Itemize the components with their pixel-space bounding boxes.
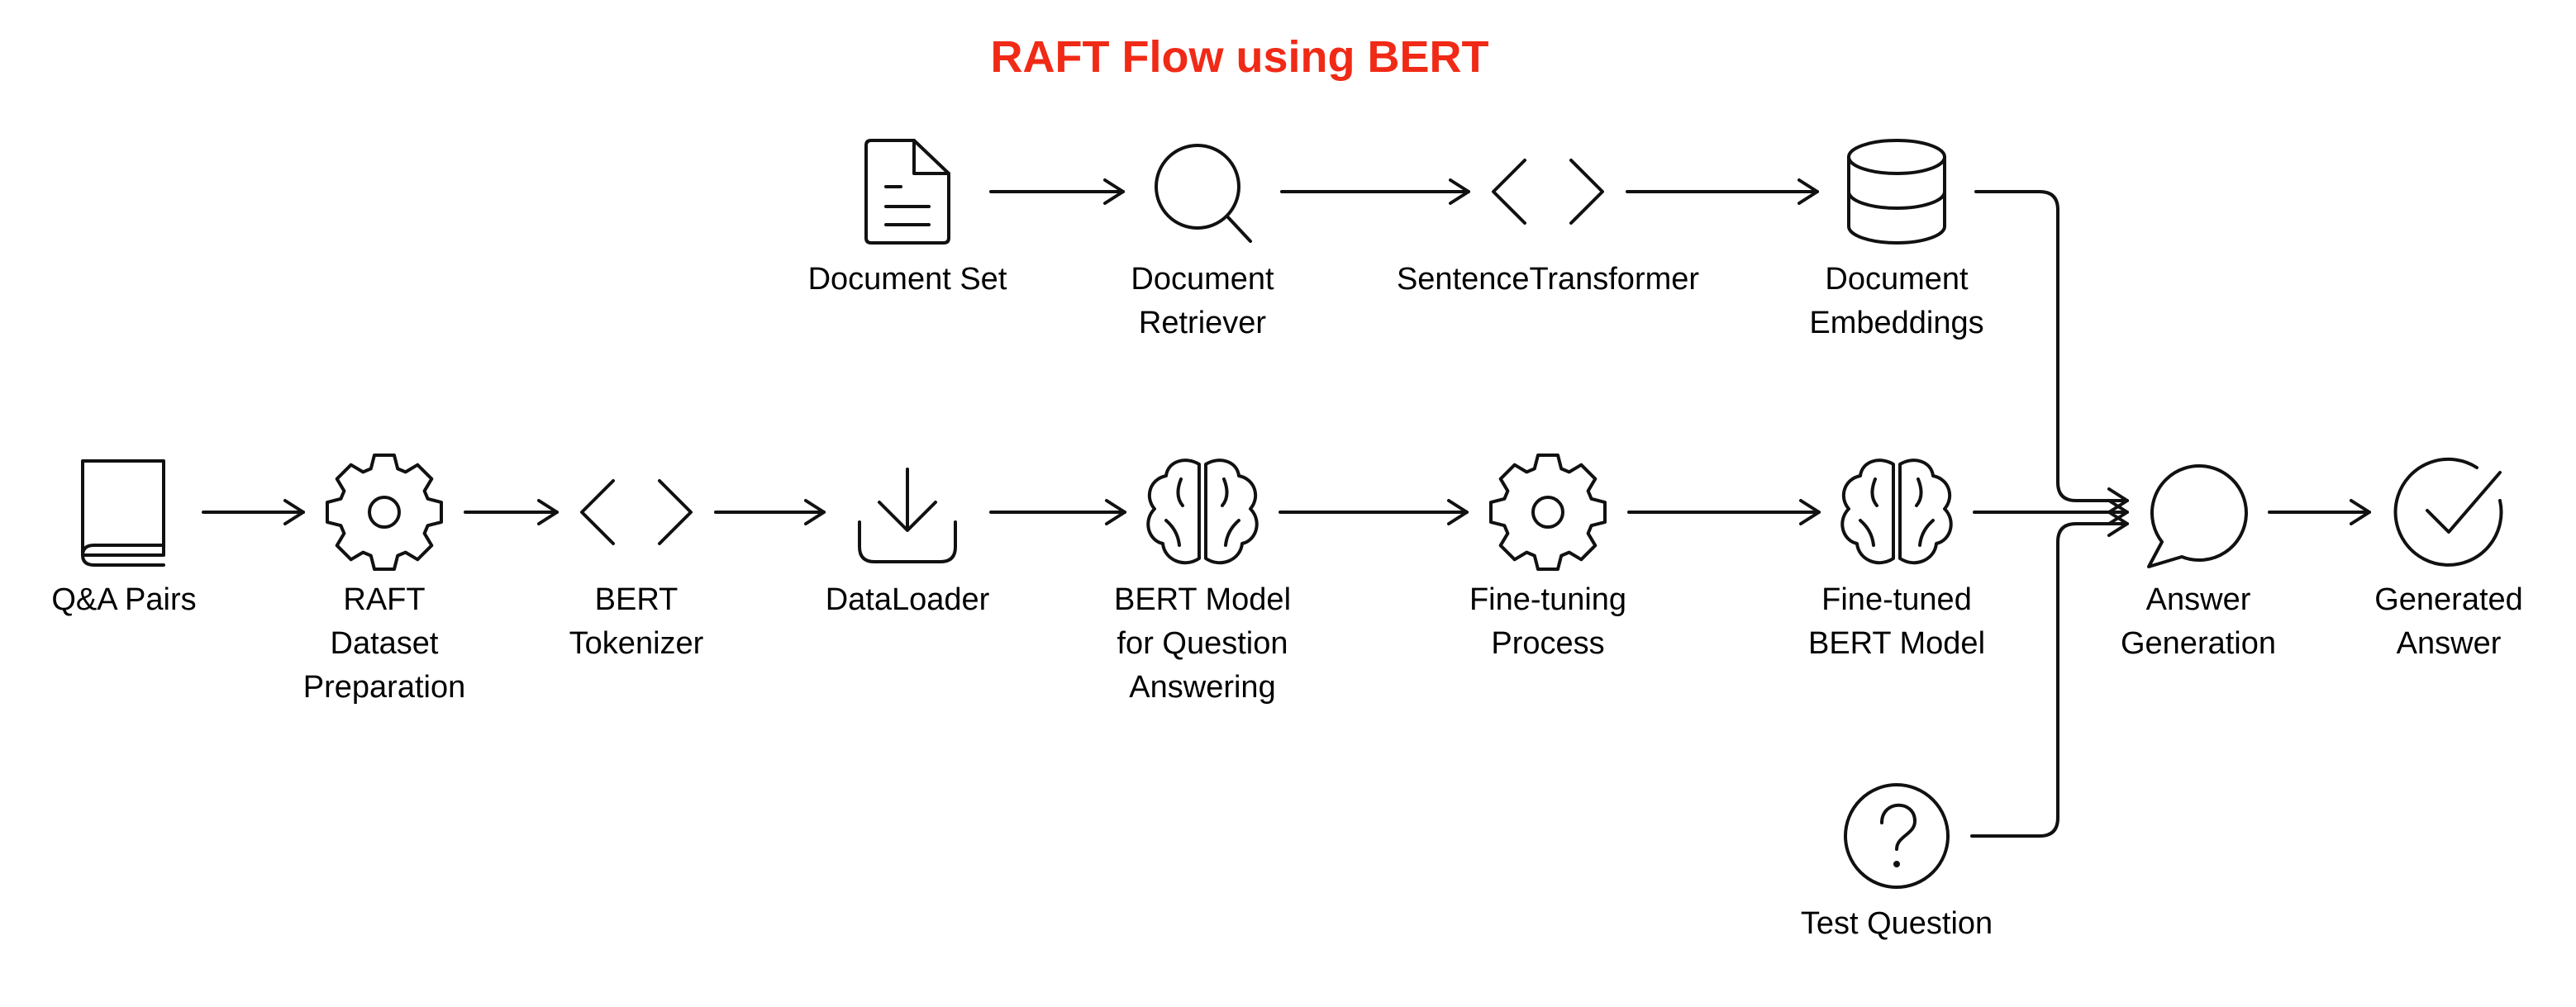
node-label-bert-tokenizer: BERT Tokenizer <box>455 578 818 666</box>
label-line: BERT <box>594 582 679 617</box>
download-icon <box>858 468 957 563</box>
label-line: Q&A Pairs <box>51 582 197 617</box>
label-line: Answering <box>1129 670 1276 705</box>
label-line: Preparation <box>302 670 466 705</box>
label-line: Retriever <box>1138 306 1267 340</box>
label-line: Process <box>1491 626 1605 661</box>
code-brackets-icon <box>580 479 693 545</box>
edge-bert-model-to-fine-tuning <box>1278 499 1469 525</box>
label-line: Generated <box>2374 582 2523 617</box>
question-circle-icon <box>1844 783 1950 889</box>
node-label-sentence-transformer: SentenceTransformer <box>1366 258 1730 302</box>
edge-bert-tokenizer-to-dataloader <box>714 499 826 525</box>
edge-fine-tuning-to-fine-tuned <box>1627 499 1821 525</box>
edge-qa-pairs-to-raft-dataset <box>202 499 305 525</box>
node-label-test-question: Test Question <box>1715 902 2078 946</box>
check-circle-icon <box>2393 458 2503 567</box>
edge-fine-tuned-to-answer-generation <box>1973 499 2129 525</box>
edge-answer-generation-to-generated-answer <box>2268 499 2371 525</box>
label-line: BERT Model <box>1807 626 1986 661</box>
label-line: Answer <box>2145 582 2251 617</box>
magnifier-icon <box>1155 144 1252 243</box>
edge-raft-dataset-to-bert-tokenizer <box>464 499 559 525</box>
label-line: Generation <box>2120 626 2276 661</box>
edge-sentence-transformer-to-document-embeddings <box>1626 178 1819 205</box>
label-line: Document <box>1131 262 1274 297</box>
edge-document-set-to-document-retriever <box>989 178 1125 205</box>
node-label-dataloader: DataLoader <box>726 578 1089 622</box>
label-line: Fine-tuned <box>1821 582 1972 617</box>
database-icon <box>1847 139 1946 245</box>
brain-icon <box>1146 458 1259 565</box>
label-line: DataLoader <box>825 582 990 617</box>
label-line: Document <box>1825 262 1969 297</box>
label-line: Test Question <box>1800 906 1993 941</box>
brain-icon <box>1840 458 1953 565</box>
gear-icon <box>326 454 443 571</box>
label-line: SentenceTransformer <box>1396 262 1700 297</box>
connectors <box>202 178 2371 838</box>
label-line: for Question <box>1117 626 1288 661</box>
label-line: Answer <box>2396 626 2502 661</box>
edge-dataloader-to-bert-model <box>989 499 1126 525</box>
label-line: Fine-tuning <box>1469 582 1627 617</box>
edge-test-question-to-answer-generation <box>1970 511 2129 838</box>
node-label-document-set: Document Set <box>726 258 1089 302</box>
edge-document-retriever-to-sentence-transformer <box>1280 178 1470 205</box>
label-line: RAFT <box>343 582 426 617</box>
label-line: Document Set <box>807 262 1007 297</box>
diagram-title: RAFT Flow using BERT <box>990 32 1489 82</box>
label-line: Embeddings <box>1809 306 1984 340</box>
node-label-qa-pairs: Q&A Pairs <box>0 578 306 622</box>
label-line: Dataset <box>330 626 439 661</box>
gear-icon <box>1489 454 1607 571</box>
label-line: Tokenizer <box>569 626 704 661</box>
document-icon <box>864 139 950 245</box>
code-brackets-icon <box>1492 159 1604 225</box>
edge-document-embeddings-to-answer-generation <box>1974 190 2129 514</box>
label-line: BERT Model <box>1113 582 1292 617</box>
chat-bubble-icon <box>2147 464 2248 568</box>
node-icons <box>81 139 2503 889</box>
book-icon <box>81 459 165 567</box>
